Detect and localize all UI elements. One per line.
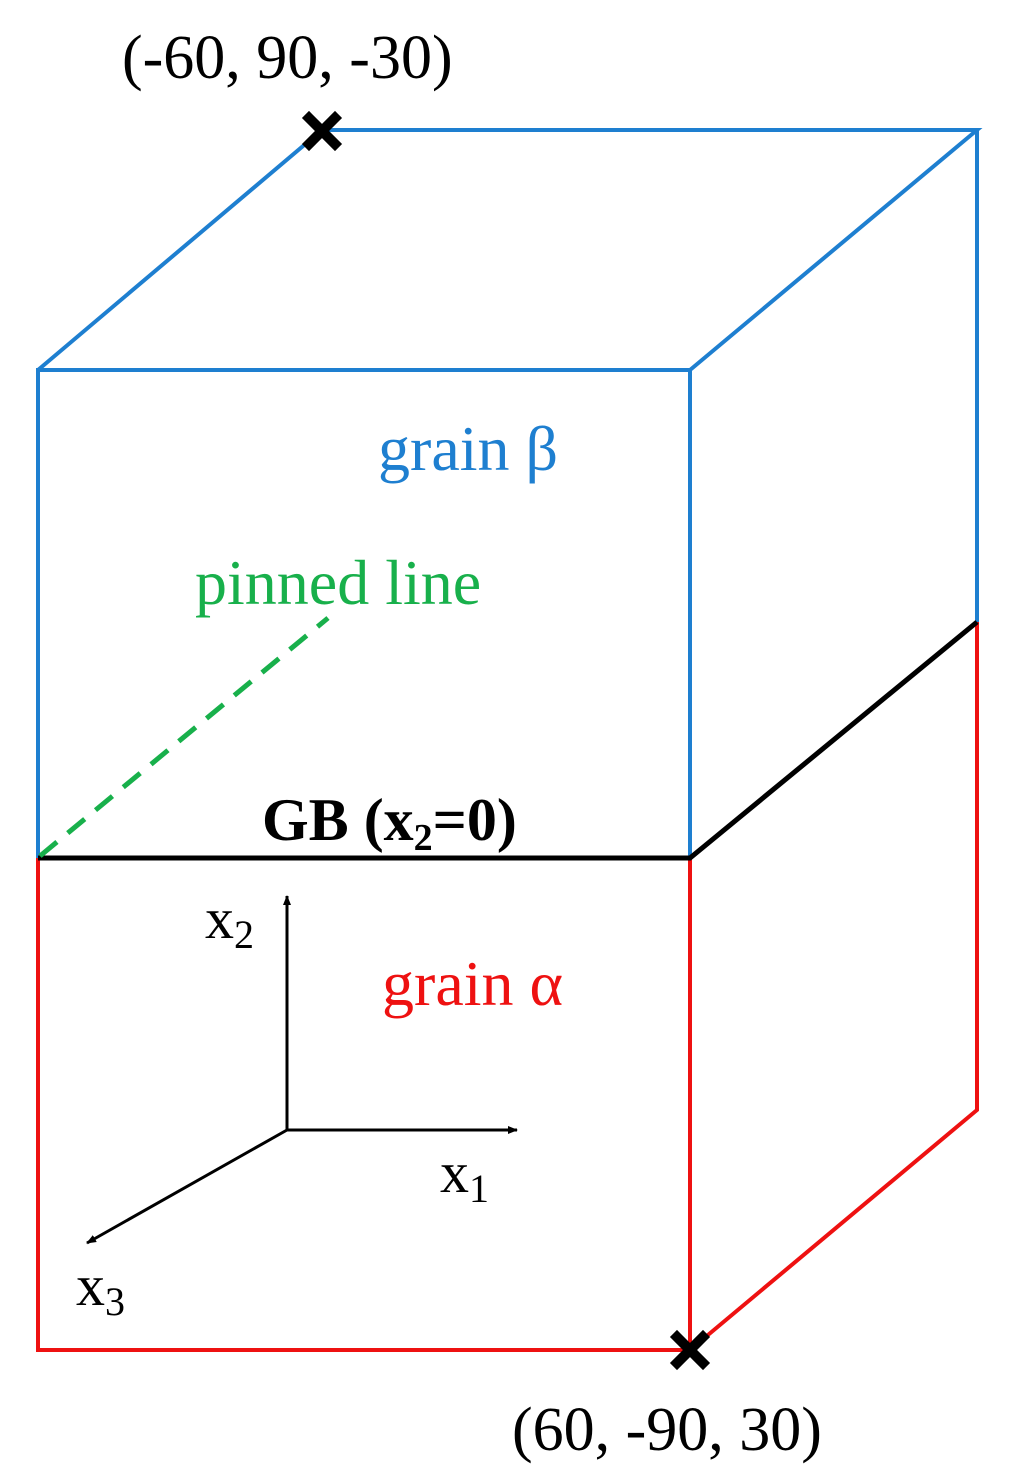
x3-axis-base: x bbox=[76, 1253, 105, 1318]
alpha-front-face bbox=[36, 858, 692, 1352]
x1-axis-base: x bbox=[440, 1140, 469, 1205]
x-mark-icon bbox=[301, 110, 343, 152]
grain-boundary-label: GB (x2=0) bbox=[262, 787, 517, 859]
x-mark-icon bbox=[669, 1329, 711, 1371]
x3-axis-arrow bbox=[86, 1128, 288, 1245]
corner-label-bottom: (60, -90, 30) bbox=[512, 1396, 822, 1464]
beta-front-face bbox=[36, 368, 692, 858]
x3-axis-label: x3 bbox=[76, 1253, 125, 1324]
grain-alpha-label: grain α bbox=[382, 948, 563, 1019]
alpha-right-face bbox=[688, 622, 979, 1352]
x1-axis-label: x1 bbox=[440, 1140, 489, 1211]
coordinate-axes bbox=[86, 895, 518, 1245]
grain-beta-label: grain β bbox=[378, 413, 558, 484]
x1-axis-subscript: 1 bbox=[469, 1166, 489, 1211]
x2-axis-subscript: 2 bbox=[234, 912, 254, 957]
grain-beta-edges bbox=[36, 128, 983, 858]
grain-alpha-edges bbox=[36, 622, 979, 1352]
pinned-line-dashed bbox=[38, 616, 330, 858]
gb-label-prefix: GB (x bbox=[262, 787, 414, 853]
gb-label-suffix: =0) bbox=[433, 787, 517, 853]
beta-top-face bbox=[36, 128, 983, 372]
gb-label-subscript: 2 bbox=[414, 817, 433, 859]
corner-label-top: (-60, 90, -30) bbox=[122, 24, 453, 92]
x2-axis-base: x bbox=[205, 886, 234, 951]
x2-axis-label: x2 bbox=[205, 886, 254, 957]
grain-boundary-edge bbox=[38, 620, 979, 861]
x3-axis-subscript: 3 bbox=[105, 1279, 125, 1324]
pinned-line-label: pinned line bbox=[195, 547, 481, 618]
